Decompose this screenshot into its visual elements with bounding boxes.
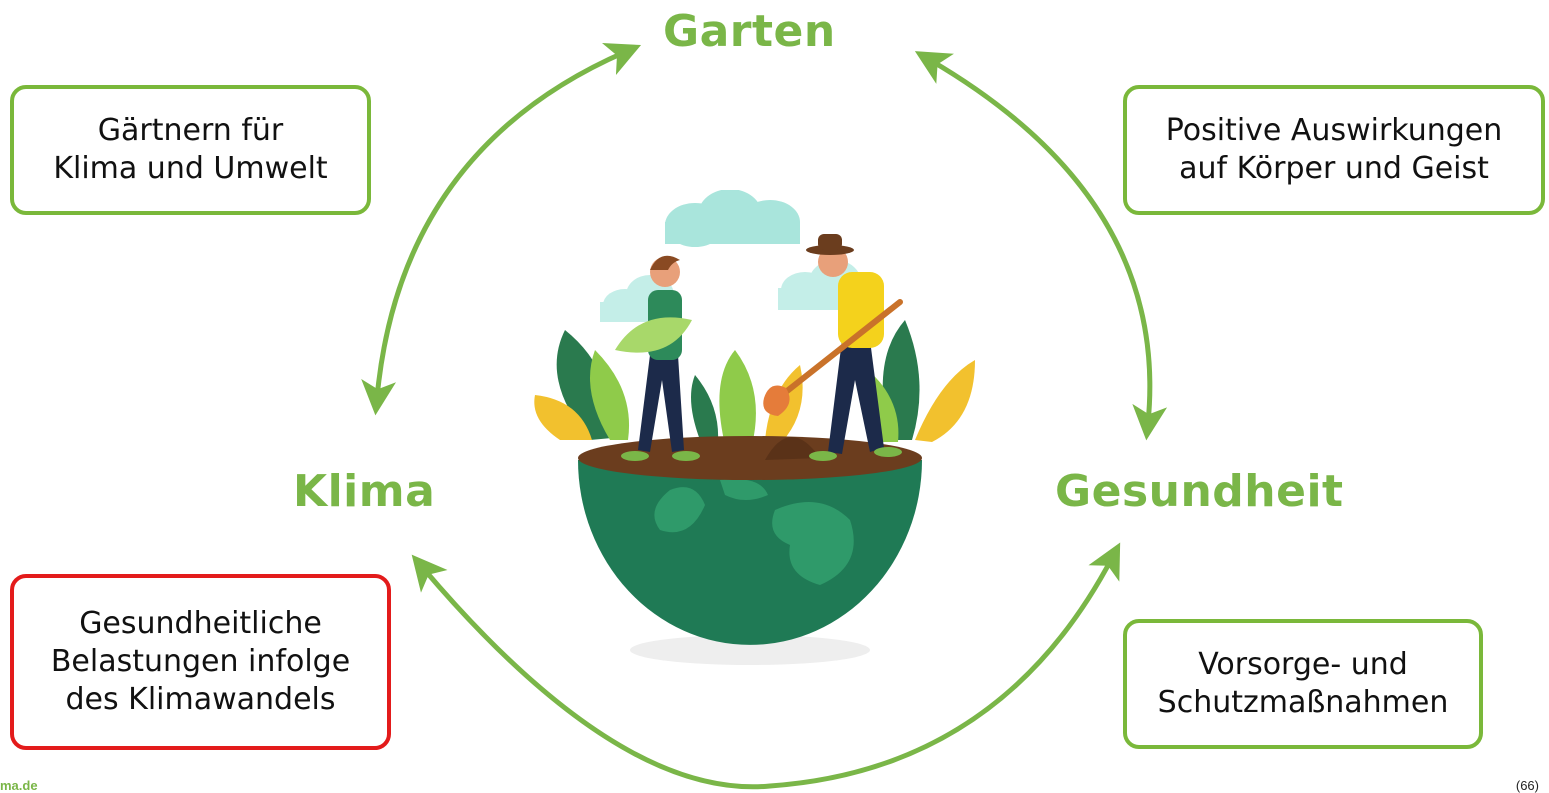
box-line: Schutzmaßnahmen: [1157, 685, 1449, 720]
box-gaertnern-fuer-klima: Gärtnern für Klima und Umwelt: [10, 85, 371, 215]
arrow-garten-klima: [361, 42, 642, 416]
arrow-garten-gesundheit: [914, 51, 1168, 441]
globe-land: [654, 487, 705, 533]
gardener-man: [763, 234, 903, 461]
ground-shadow: [630, 635, 870, 665]
box-line: Vorsorge- und: [1198, 646, 1408, 682]
globe-land: [720, 479, 768, 500]
box-line: des Klimawandels: [65, 682, 336, 718]
gardeners-on-globe-illustration: [534, 190, 975, 665]
hub-garten-label: Garten: [663, 6, 836, 57]
hub-gesundheit-label: Gesundheit: [1055, 466, 1344, 517]
box-vorsorge-schutzmassnahmen: Vorsorge- und Schutzmaßnahmen: [1123, 619, 1483, 749]
box-positive-auswirkungen: Positive Auswirkungen auf Körper und Gei…: [1123, 85, 1545, 215]
hub-klima-label: Klima: [293, 466, 436, 517]
box-gesundheitliche-belastungen: Gesundheitliche Belastungen infolge des …: [10, 574, 391, 750]
cloud-icon: [665, 190, 800, 247]
box-line: auf Körper und Geist: [1179, 151, 1489, 186]
globe-land: [772, 502, 854, 585]
footer-source-link[interactable]: ma.de: [0, 778, 38, 793]
box-line: Gesundheitliche: [79, 605, 322, 641]
plants: [534, 320, 975, 445]
gardener-woman: [615, 255, 700, 461]
arrow-klima-gesundheit: [411, 542, 1121, 790]
box-line: Klima und Umwelt: [53, 151, 328, 186]
box-line: Belastungen infolge: [50, 643, 351, 679]
footer-reference-number: (66): [1515, 778, 1539, 793]
dirt-mound: [765, 436, 820, 460]
box-line: Positive Auswirkungen: [1165, 112, 1503, 148]
box-line: Gärtnern für: [97, 112, 284, 148]
